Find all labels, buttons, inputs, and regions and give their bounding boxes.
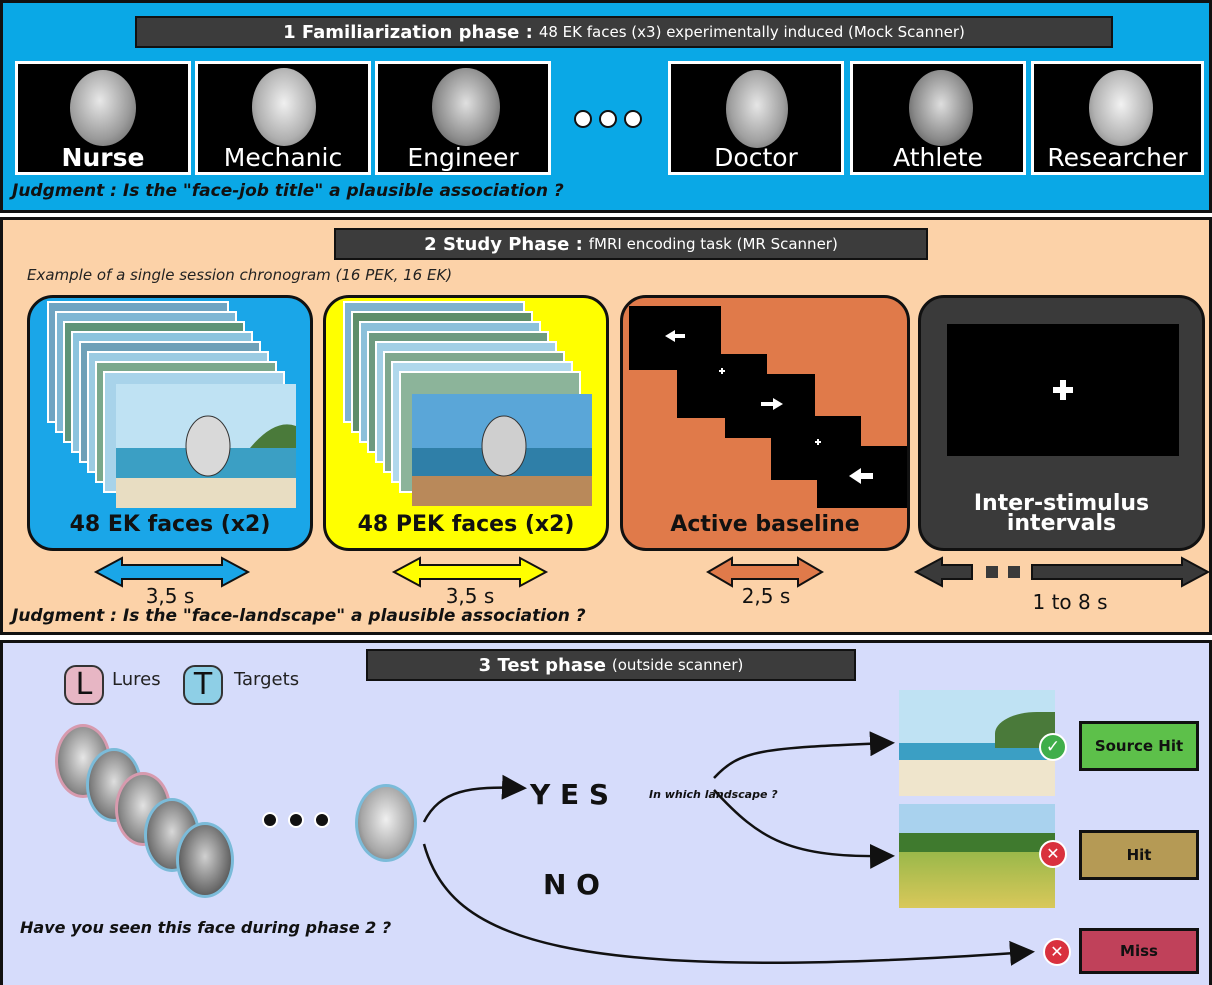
yes-label: Y E S [530, 778, 610, 811]
hit-outcome: Hit [1079, 830, 1199, 880]
arrow-sequence [629, 306, 907, 508]
isi-block: Inter-stimulus intervals [918, 295, 1205, 551]
session-example-note: Example of a single session chronogram (… [27, 266, 453, 284]
miss-outcome: Miss [1079, 928, 1199, 974]
job-title-label: Researcher [1047, 143, 1188, 172]
phase3-header: 3 Test phase (outside scanner) [366, 649, 856, 681]
ek-duration-arrow [93, 556, 251, 588]
face-image [909, 70, 973, 146]
targets-legend-badge: T [183, 665, 223, 705]
phase2-judgment: Judgment : Is the "face-landscape" a pla… [12, 606, 586, 626]
face-card-engineer: Engineer [375, 61, 551, 175]
no-arrow [422, 843, 1035, 966]
phase1-title: 1 Familiarization phase : [283, 21, 533, 43]
ellipsis-icon [574, 110, 646, 130]
sea-landscape-image [412, 394, 592, 506]
isi-duration-label: 1 to 8 s [1032, 590, 1108, 614]
source-hit-arrow [713, 731, 895, 779]
job-title-label: Mechanic [223, 143, 343, 172]
duration-arrows [93, 556, 1211, 588]
phase1-judgment: Judgment : Is the "face-job title" a pla… [12, 181, 564, 201]
target-face-thumbnail [176, 822, 234, 898]
pek-faces-block: 48 PEK faces (x2) [323, 295, 609, 551]
job-title-label: Engineer [407, 143, 519, 172]
phase2-title: 2 Study Phase : [424, 233, 583, 255]
isi-block-label: Inter-stimulus intervals [973, 491, 1150, 536]
baseline-duration-label: 2,5 s [741, 584, 791, 608]
face-image [70, 70, 136, 146]
lures-legend-label: Lures [112, 669, 161, 690]
landscape-question: In which landscape ? [649, 788, 778, 801]
phase1-subtitle: 48 EK faces (x3) experimentally induced … [538, 23, 965, 41]
active-baseline-block: Active baseline [620, 295, 910, 551]
decision-flow-arrows [422, 731, 1035, 966]
phase1-header: 1 Familiarization phase : 48 EK faces (x… [135, 16, 1113, 48]
ek-duration-label: 3,5 s [145, 584, 195, 608]
beach-landscape-option [899, 690, 1055, 796]
fixation-screen [947, 324, 1179, 456]
landscape-stack [47, 301, 296, 508]
left-arrow-icon [849, 468, 873, 484]
meadow-landscape-option [899, 804, 1055, 908]
face-card-athlete: Athlete [850, 61, 1026, 175]
no-label: N O [543, 868, 600, 901]
phase2-header: 2 Study Phase : fMRI encoding task (MR S… [334, 228, 928, 260]
face-question: Have you seen this face during phase 2 ? [20, 918, 392, 937]
ellipsis-icon [262, 812, 336, 830]
phase2-subtitle: fMRI encoding task (MR Scanner) [588, 235, 838, 253]
ek-block-label: 48 EK faces (x2) [69, 512, 271, 537]
source-hit-outcome: Source Hit [1079, 721, 1199, 771]
job-title-label: Nurse [61, 143, 145, 172]
phase3-title: 3 Test phase [478, 654, 606, 676]
lures-legend-badge: L [64, 665, 104, 705]
job-title-label: Athlete [893, 143, 983, 172]
face-card-nurse: Nurse [15, 61, 191, 175]
landscape-stack [343, 301, 592, 506]
left-arrow-icon [665, 330, 685, 342]
job-title-label: Doctor [714, 143, 798, 172]
fixation-cross-icon [1053, 380, 1073, 400]
beach-landscape-image [116, 384, 296, 508]
isi-duration-arrow [913, 556, 1211, 588]
face-image [252, 68, 316, 146]
face-card-mechanic: Mechanic [195, 61, 371, 175]
right-arrow-icon [761, 398, 783, 410]
face-card-doctor: Doctor [668, 61, 844, 175]
cross-icon: ✕ [1039, 840, 1067, 868]
probe-face-thumbnail [355, 784, 417, 862]
check-icon: ✓ [1039, 733, 1067, 761]
baseline-duration-arrow [706, 556, 824, 588]
yes-arrow [422, 774, 527, 823]
pek-block-label: 48 PEK faces (x2) [357, 512, 575, 537]
targets-legend-label: Targets [234, 669, 300, 690]
cross-icon: ✕ [1043, 938, 1071, 966]
face-image [432, 68, 500, 146]
phase3-subtitle: (outside scanner) [611, 656, 744, 674]
face-image [1089, 70, 1153, 146]
hit-arrow [713, 789, 895, 869]
face-card-researcher: Researcher [1031, 61, 1204, 175]
pek-duration-label: 3,5 s [445, 584, 495, 608]
pek-duration-arrow [391, 556, 549, 588]
face-image [726, 70, 788, 148]
ek-faces-block: 48 EK faces (x2) [27, 295, 313, 551]
baseline-block-label: Active baseline [670, 512, 860, 537]
